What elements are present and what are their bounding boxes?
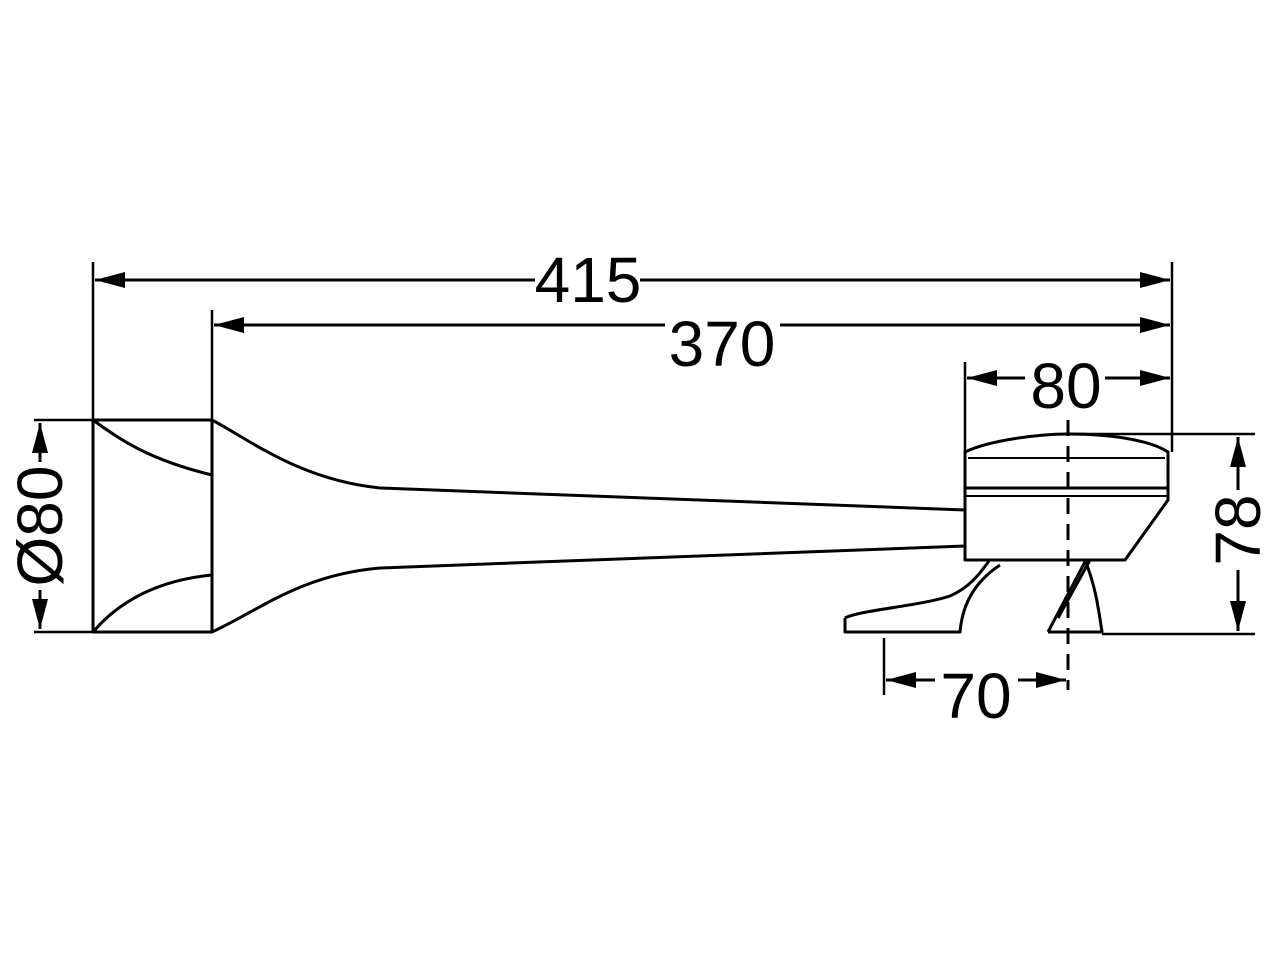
horn-tube-top — [211, 418, 966, 512]
bracket-foot — [1046, 559, 1088, 634]
housing-body — [963, 486, 1170, 562]
label-overall-length: 415 — [535, 244, 642, 316]
label-bracket-width: 70 — [940, 660, 1011, 732]
label-horn-diameter: Ø80 — [4, 466, 76, 587]
horn-tube-bottom — [211, 544, 966, 634]
bell-flare-bottom — [91, 573, 213, 633]
label-horn-length: 370 — [669, 308, 776, 380]
bell-flare-top — [92, 418, 213, 477]
extension-lines — [34, 262, 1255, 695]
bracket-post — [1083, 559, 1104, 634]
bracket-arm-top — [844, 558, 992, 620]
bracket-arm-bottom — [843, 563, 1001, 634]
mounting-bracket — [843, 558, 1104, 634]
bracket-rib — [1056, 559, 1092, 619]
horn-outline — [91, 418, 966, 634]
dimension-lines — [32, 272, 1246, 688]
horn-bell-outline — [91, 418, 214, 634]
label-housing-height: 78 — [1202, 494, 1274, 565]
label-housing-width: 80 — [1030, 350, 1101, 422]
